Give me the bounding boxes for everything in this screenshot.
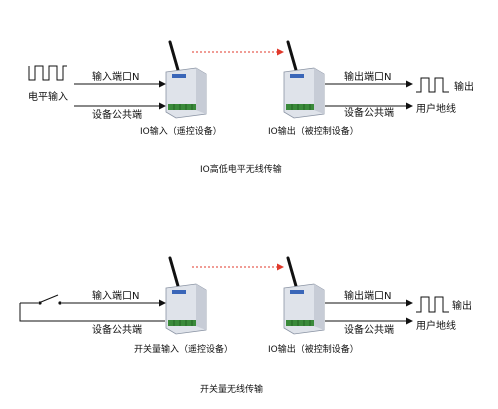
remote-device-caption: 开关量输入（遥控设备） [134,343,233,355]
output-signal-label: 输出 [452,299,472,312]
output-pulse-waveform [416,77,449,93]
input-signal-label: 电平输入 [28,90,68,103]
output-port-label: 输出端口N [344,289,391,302]
controlled-device [282,256,326,336]
switch-contact-right [58,301,62,305]
diagram-2: 输入端口N 设备公共端 开关量输入（遥控设备） IO输出（被控制设备） 输出端口… [19,256,472,395]
output-signal-label: 输出 [454,80,474,93]
output-pulse-waveform [416,296,449,313]
diagram-1: 电平输入 输入端口N 设备公共端 IO输入（遥控设备） IO输出（被控制设备） … [28,40,474,175]
common-right-label: 设备公共端 [344,323,394,336]
controlled-device-caption: IO输出（被控制设备） [268,343,359,355]
switch-contact-left [38,301,42,305]
output-port-label: 输出端口N [344,70,391,83]
switch-loop-wire [19,303,165,322]
common-right-label: 设备公共端 [344,106,394,119]
remote-device [164,256,208,336]
diagram-1-title: IO高低电平无线传输 [200,163,282,175]
switch-blade [40,294,59,303]
controlled-device-caption: IO输出（被控制设备） [268,125,359,137]
common-left-label: 设备公共端 [92,108,142,121]
user-ground-label: 用户地线 [416,319,456,332]
input-port-label: 输入端口N [92,70,139,83]
remote-device-caption: IO输入（遥控设备） [140,125,222,137]
diagram-2-title: 开关量无线传输 [200,383,263,395]
user-ground-label: 用户地线 [416,102,456,115]
controlled-device [282,40,326,120]
remote-device [164,40,208,120]
common-left-label: 设备公共端 [92,323,142,336]
input-pulse-waveform [28,65,67,81]
input-port-label: 输入端口N [92,289,139,302]
